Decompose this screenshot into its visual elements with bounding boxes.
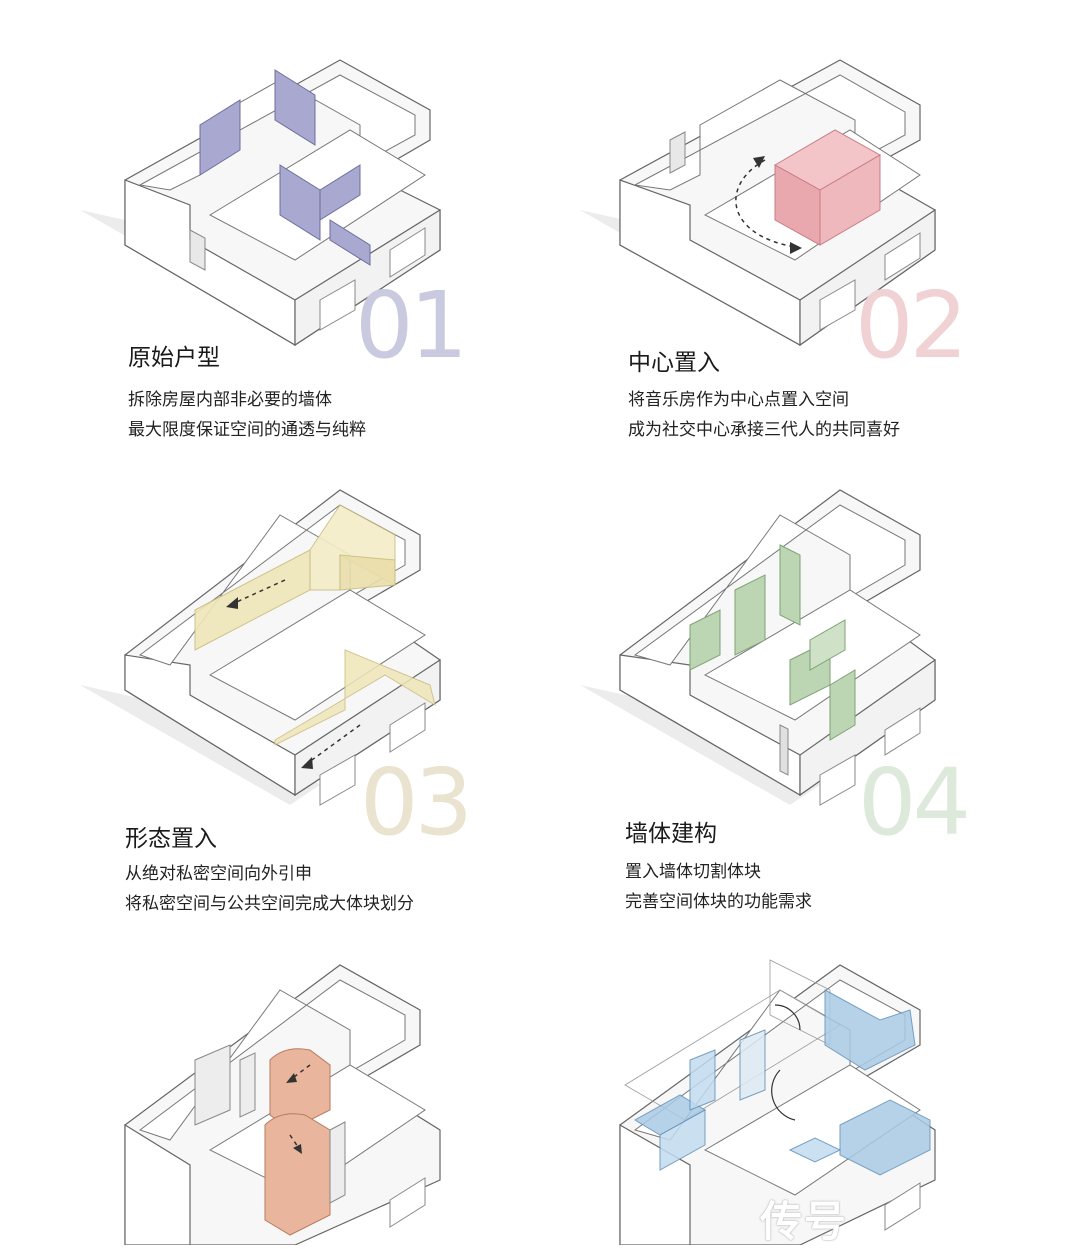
step-number: 04 [858,749,971,856]
description-line: 将私密空间与公共空间完成大体块划分 [125,894,414,914]
step-title: 中心置入 [628,350,720,376]
watermark-text: 传号 [760,1197,849,1246]
step-description: 拆除房屋内部非必要的墙体 最大限度保证空间的通透与纯粹 [128,385,366,445]
isometric-floorplan-05 [124,964,441,1245]
step-number: 03 [360,749,473,856]
step-number: 01 [355,272,468,379]
diagram-panel-01: 01 原始户型 拆除房屋内部非必要的墙体 最大限度保证空间的通透与纯粹 [0,0,540,475]
diagram-panel-06 [540,950,1080,1245]
isometric-floorplan-02 [580,59,936,347]
step-description: 置入墙体切割体块 完善空间体块的功能需求 [625,857,812,917]
step-description: 将音乐房作为中心点置入空间 成为社交中心承接三代人的共同喜好 [628,385,900,445]
blue-furniture [824,989,916,1071]
description-line: 将音乐房作为中心点置入空间 [628,390,849,410]
step-title: 墙体建构 [625,821,717,847]
diagram-panel-04: 04 墙体建构 置入墙体切割体块 完善空间体块的功能需求 [540,475,1080,950]
diagram-panel-02: 02 中心置入 将音乐房作为中心点置入空间 成为社交中心承接三代人的共同喜好 [540,0,1080,475]
description-line: 完善空间体块的功能需求 [625,892,812,912]
green-wall [689,609,721,671]
description-line: 成为社交中心承接三代人的共同喜好 [628,420,900,440]
step-title: 原始户型 [128,345,220,371]
step-title: 形态置入 [125,826,217,852]
description-line: 置入墙体切割体块 [625,862,761,882]
isometric-floorplan-01 [80,59,441,347]
description-line: 拆除房屋内部非必要的墙体 [128,390,332,410]
description-line: 从绝对私密空间向外引申 [125,864,312,884]
isometric-floorplan-03 [80,489,441,806]
isometric-floorplan-04 [580,489,936,806]
step-description: 从绝对私密空间向外引申 将私密空间与公共空间完成大体块划分 [125,859,414,919]
diagram-panel-05 [0,950,540,1245]
step-number: 02 [855,272,968,379]
isometric-floorplan-06 [619,959,936,1245]
diagram-panel-03: 03 形态置入 从绝对私密空间向外引申 将私密空间与公共空间完成大体块划分 [0,475,540,950]
description-line: 最大限度保证空间的通透与纯粹 [128,420,366,440]
curved-volume-lower [264,1113,331,1236]
